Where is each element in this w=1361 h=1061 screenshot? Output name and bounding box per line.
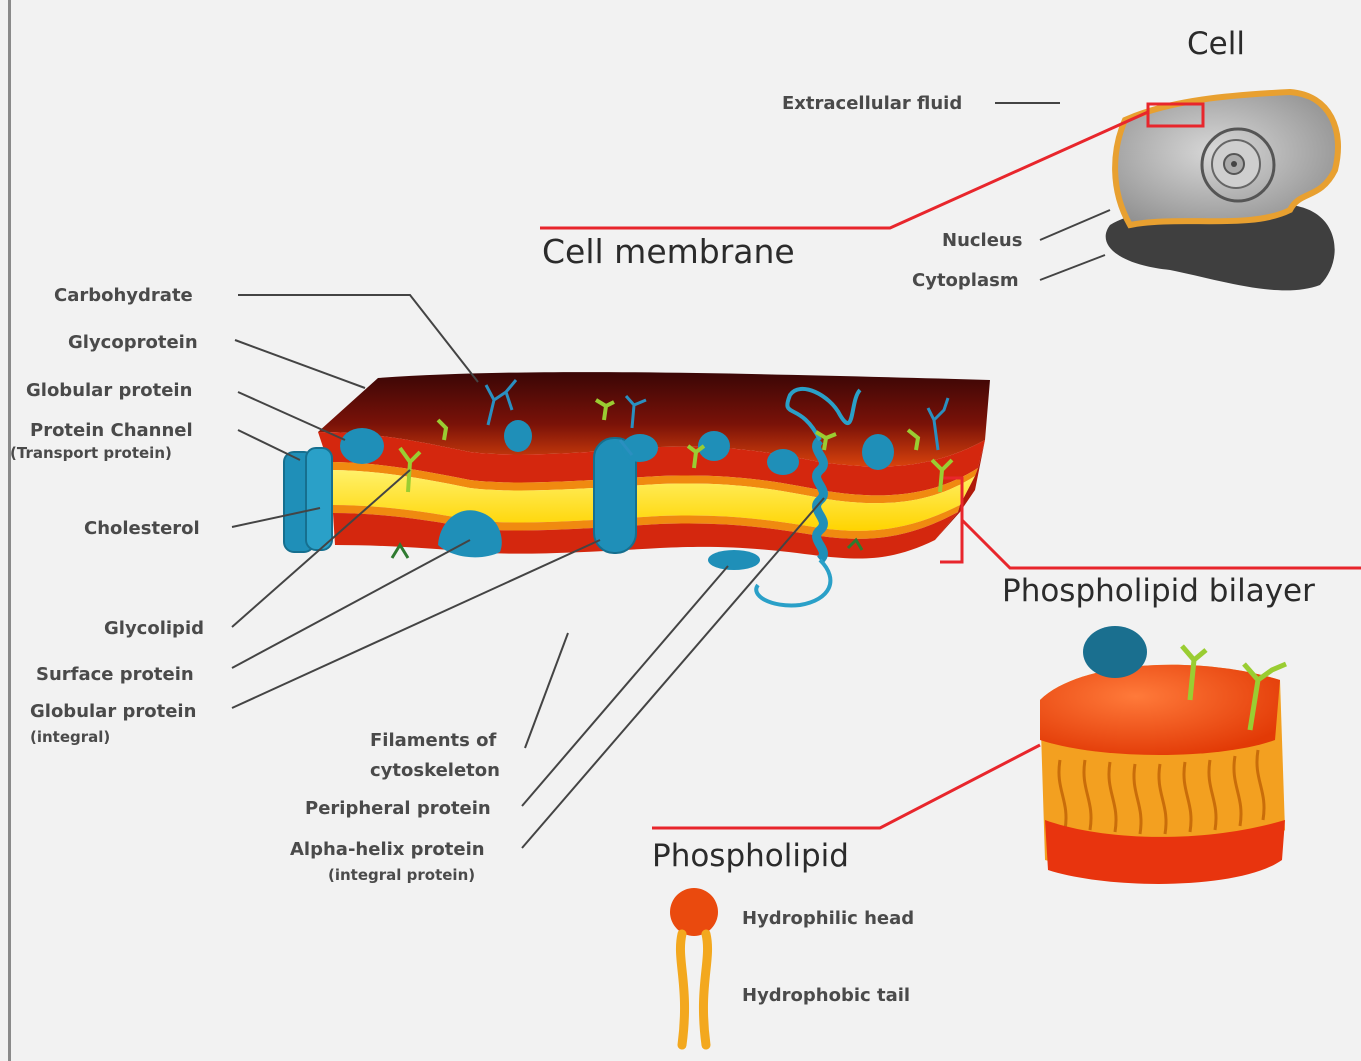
glycoprotein-label: Glycoprotein (68, 332, 198, 353)
protein-channel-label: Protein Channel (30, 420, 193, 441)
phospholipid-legend-icon (670, 888, 718, 1045)
globular-protein-integral-sublabel: (integral) (30, 728, 110, 746)
glycolipid-label: Glycolipid (104, 618, 204, 639)
hydrophobic-tail-icon (680, 934, 707, 1045)
globular-protein-integral-label: Globular protein (30, 701, 196, 722)
cell-illustration (1106, 92, 1338, 290)
alpha-helix-label: Alpha-helix protein (290, 839, 485, 860)
protein-channel-sublabel: (Transport protein) (10, 444, 172, 462)
hydrophobic-tail-label: Hydrophobic tail (742, 985, 910, 1006)
globular-protein-shape (340, 428, 384, 464)
cell-title: Cell (1187, 26, 1245, 62)
filaments-label-line2: cytoskeleton (370, 760, 500, 781)
filaments-label-line1: Filaments of (370, 730, 497, 751)
membrane-slab (318, 372, 990, 562)
carbohydrate-label: Carbohydrate (54, 285, 193, 306)
surface-protein-label: Surface protein (36, 664, 194, 685)
cell-membrane-title: Cell membrane (542, 232, 795, 271)
peripheral-protein-label: Peripheral protein (305, 798, 491, 819)
protein-channel-shape (284, 448, 332, 552)
nucleus-label: Nucleus (942, 230, 1022, 251)
peripheral-protein-shape (708, 550, 760, 570)
cholesterol-label: Cholesterol (84, 518, 200, 539)
alpha-helix-sublabel: (integral protein) (328, 866, 475, 884)
globular-protein-label: Globular protein (26, 380, 192, 401)
block-protein (1083, 626, 1147, 678)
phospholipid-block (1040, 626, 1286, 884)
extracellular-fluid-label: Extracellular fluid (782, 93, 962, 114)
cytoplasm-label: Cytoplasm (912, 270, 1019, 291)
phospholipid-title: Phospholipid (652, 838, 849, 874)
hydrophilic-head-icon (670, 888, 718, 936)
phospholipid-bilayer-title: Phospholipid bilayer (1002, 573, 1315, 609)
hydrophilic-head-label: Hydrophilic head (742, 908, 914, 929)
